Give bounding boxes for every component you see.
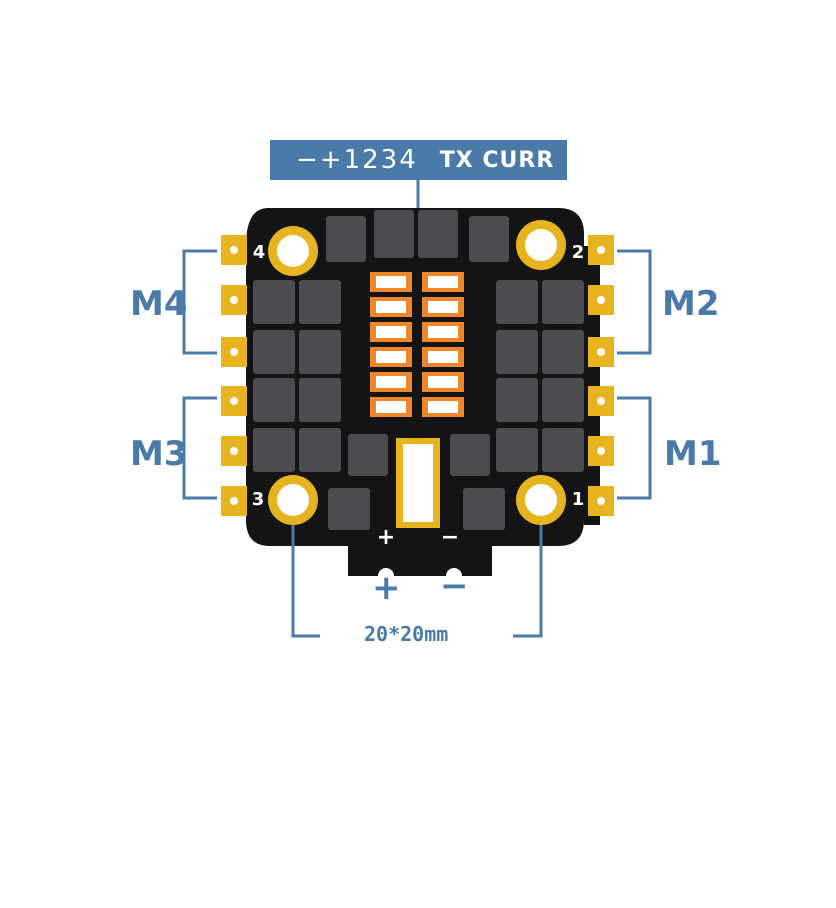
hole-label-1: 1 <box>572 489 585 510</box>
power-plus-label: + <box>372 568 401 608</box>
right-motor-pads <box>588 235 614 516</box>
hole-label-4: 4 <box>253 242 266 263</box>
hole-label-3: 3 <box>252 489 265 510</box>
dimension-lines <box>291 525 543 638</box>
power-minus-label: − <box>440 566 469 606</box>
pad-holes <box>230 246 605 505</box>
silk-minus-label: − <box>441 525 459 550</box>
motor-label-m1: M1 <box>664 434 722 474</box>
signal-label: TX CURR <box>439 147 555 173</box>
mosfet-chips <box>253 210 584 530</box>
motor-label-m4: M4 <box>130 284 188 324</box>
silk-plus-label: + <box>377 525 395 550</box>
left-motor-pads <box>221 235 247 516</box>
motor-label-m2: M2 <box>662 284 720 324</box>
minus-pad-hole <box>446 568 462 584</box>
pinout-banner: −+1234 TX CURR <box>270 140 567 180</box>
pin-order-label: −+1234 <box>296 145 418 175</box>
motor-brackets <box>182 249 652 500</box>
hole-label-2: 2 <box>572 242 585 263</box>
mounting-holes <box>268 220 566 525</box>
dimension-label: 20*20mm <box>364 622 449 646</box>
capacitors <box>370 272 464 417</box>
motor-label-m3: M3 <box>130 434 188 474</box>
center-cutout <box>403 444 433 522</box>
plus-pad-hole <box>378 568 394 584</box>
